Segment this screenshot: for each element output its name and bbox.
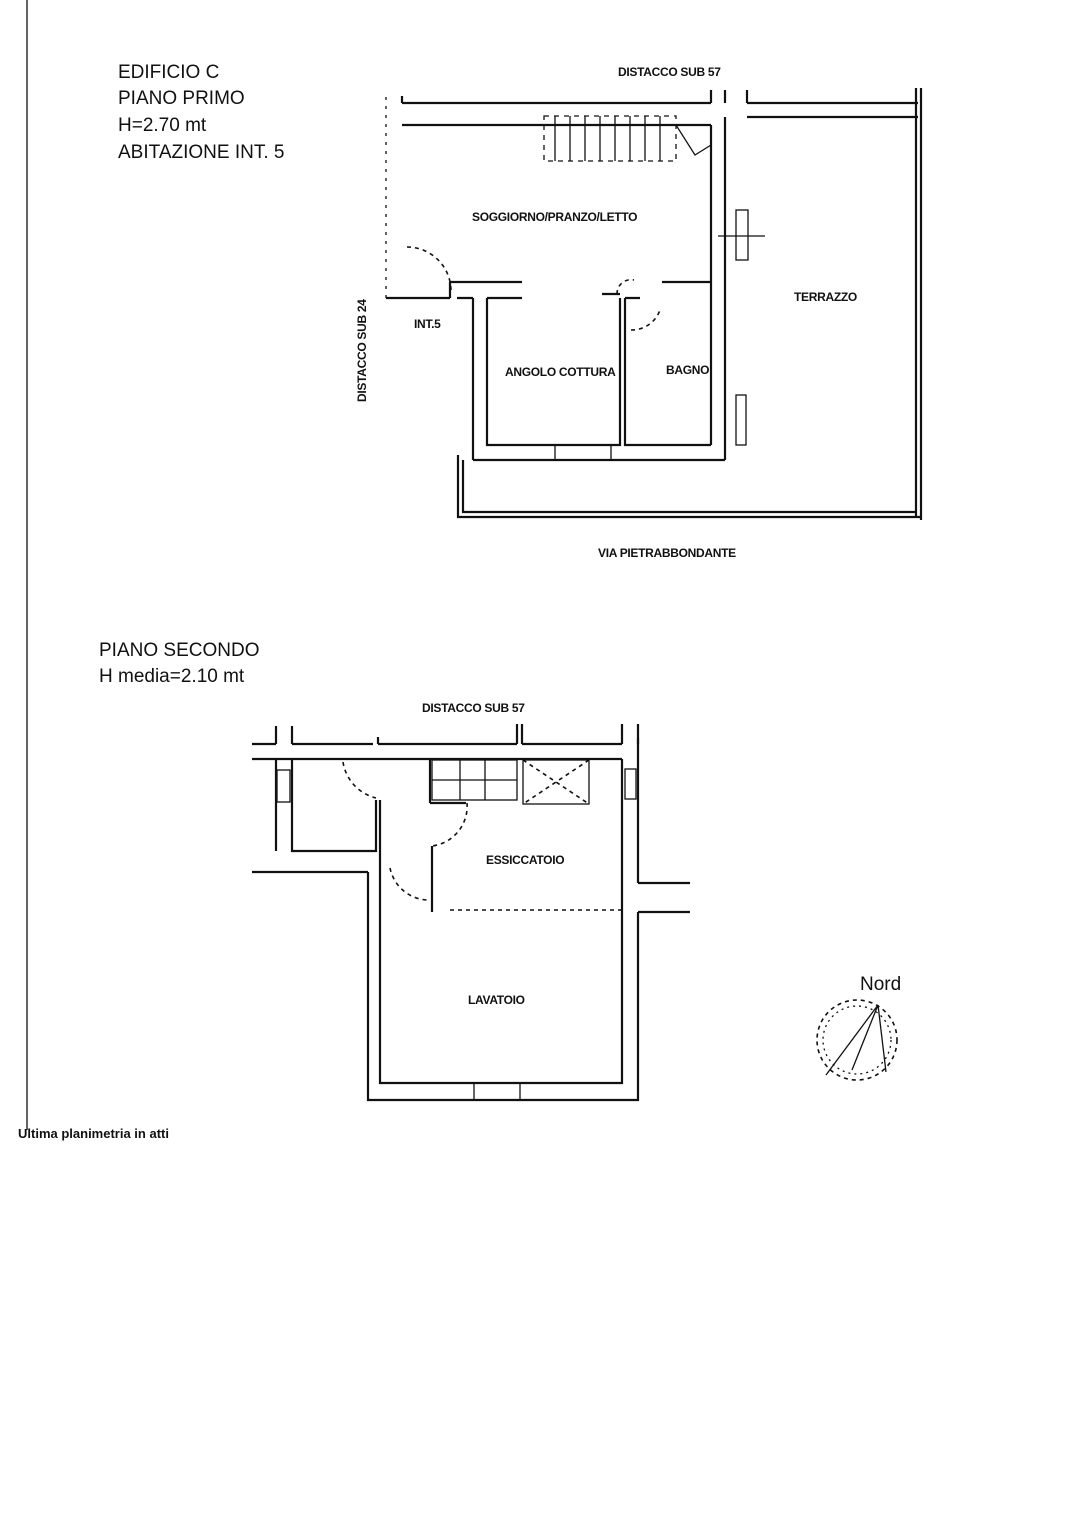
room-soggiorno: SOGGIORNO/PRANZO/LETTO: [472, 210, 637, 224]
cabinet-wall: [428, 759, 466, 805]
wall-kitchen: [471, 292, 622, 460]
wall-storage: [252, 757, 622, 874]
label-street: VIA PIETRABBONDANTE: [598, 546, 736, 560]
compass-inner: [822, 1005, 892, 1075]
kitchen-door-swing: [616, 278, 635, 295]
wall-laundry: [366, 738, 690, 1102]
room-lavatoio: LAVATOIO: [468, 993, 525, 1007]
essiccatoio-door-swing: [431, 802, 468, 847]
title-block-floor2: PIANO SECONDO H media=2.10 mt: [99, 640, 259, 687]
label-distacco-top: DISTACCO SUB 57: [618, 65, 721, 79]
cabinet-divisions: [432, 760, 517, 800]
laundry-window: [473, 1082, 521, 1101]
unit-title: ABITAZIONE INT. 5: [118, 142, 284, 163]
footer-note: Ultima planimetria in atti: [18, 1126, 169, 1141]
title-block-floor1: EDIFICIO C PIANO PRIMO H=2.70 mt ABITAZI…: [118, 62, 284, 163]
label-distacco-left: DISTACCO SUB 24: [355, 299, 369, 402]
room-bagno: BAGNO: [666, 363, 709, 377]
label-distacco-top-2: DISTACCO SUB 57: [422, 701, 525, 715]
storage-window: [276, 769, 291, 803]
wall-north-2: [252, 724, 640, 746]
dryer-cross: [522, 759, 590, 805]
label-entrance: INT.5: [414, 317, 441, 331]
staircase: [543, 115, 677, 162]
bathroom-window: [735, 394, 747, 446]
wall-south: [456, 455, 921, 519]
bathroom-door-swing: [630, 309, 661, 331]
wall-entrance: [386, 280, 522, 300]
essiccatoio-window: [624, 768, 637, 800]
laundry-door-swing: [389, 867, 428, 901]
room-angolo-cottura: ANGOLO COTTURA: [505, 365, 616, 379]
compass-circle: [816, 999, 898, 1081]
entrance-door-swing: [406, 246, 452, 292]
room-essiccatoio: ESSICCATOIO: [486, 853, 564, 867]
floor-height: H=2.70 mt: [118, 115, 207, 136]
kitchen-window: [554, 444, 612, 461]
building-title: EDIFICIO C: [118, 62, 219, 83]
floor2-title: PIANO SECONDO: [99, 640, 259, 661]
dryer-unit: [522, 759, 590, 805]
wall-bathroom: [623, 280, 713, 447]
plan-second-floor: DISTACCO SUB 57 ESSICCATOIO LAVATOIO: [252, 701, 690, 1102]
north-compass: Nord: [816, 974, 901, 1081]
wall-east: [709, 117, 727, 460]
compass-label: Nord: [860, 974, 901, 995]
stair-treads: [554, 116, 712, 161]
floor-title: PIANO PRIMO: [118, 88, 245, 109]
living-window: [735, 209, 749, 261]
terrace-railing-east: [914, 88, 923, 520]
room-terrazzo: TERRAZZO: [794, 290, 857, 304]
floor2-height: H media=2.10 mt: [99, 666, 245, 687]
storage-door-swing: [342, 761, 377, 799]
wall-north: [400, 90, 918, 127]
north-arrow-icon: [825, 1004, 887, 1076]
plan-first-floor: DISTACCO SUB 57 DISTACCO SUB 24 VIA PIET…: [355, 65, 923, 560]
